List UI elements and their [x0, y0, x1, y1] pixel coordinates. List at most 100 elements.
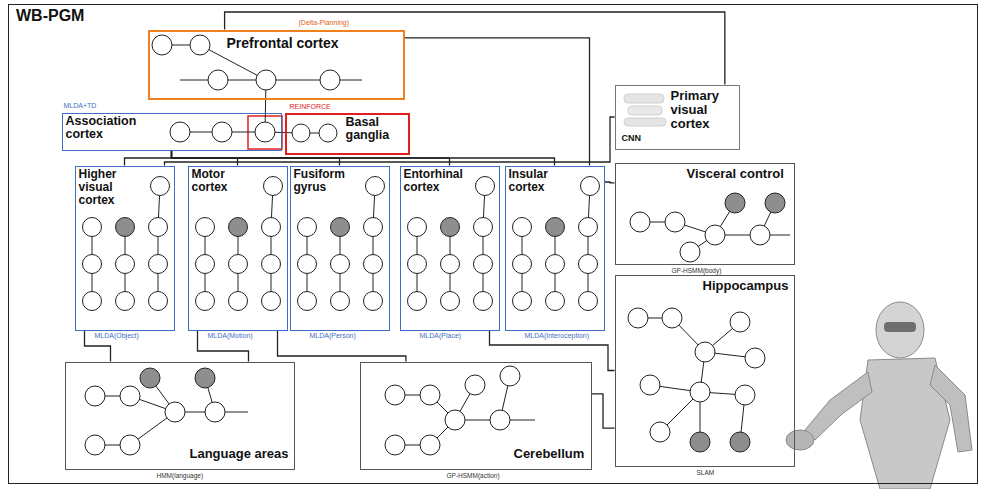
variable-circle [292, 124, 310, 142]
variable-circle [151, 177, 170, 196]
region-title: Entorhinal cortex [403, 168, 471, 194]
variable-circle [85, 435, 105, 455]
variable-circle [546, 218, 565, 237]
region-title: Primary visual cortex [670, 89, 736, 132]
region-title: Hippocampus [702, 279, 790, 293]
region-box: Insular cortexMLDA(Interoception) [505, 166, 605, 331]
variable-circle [680, 242, 700, 262]
variable-circle [262, 218, 281, 237]
variable-circle [730, 312, 750, 332]
variable-circle [408, 218, 427, 237]
variable-circle [628, 308, 648, 328]
variable-circle [725, 193, 745, 213]
region-title: Insular cortex [508, 168, 576, 194]
variable-circle [196, 292, 215, 311]
variable-circle [331, 255, 350, 274]
variable-circle [513, 255, 532, 274]
variable-circle [116, 255, 135, 274]
variable-circle [83, 218, 102, 237]
region-box: Higher visual cortexMLDA(Object) [75, 166, 175, 331]
robot-visor [884, 322, 916, 332]
variable-circle [256, 70, 276, 90]
region-title: Motor cortex [191, 168, 259, 194]
variable-circle [474, 292, 493, 311]
region-box: Visceral controlGP-HSMM(body) [615, 163, 795, 265]
variable-circle [385, 435, 405, 455]
variable-circle [364, 218, 383, 237]
variable-circle [229, 292, 248, 311]
variable-circle [750, 225, 770, 245]
region-box: Motor cortexMLDA(Motion) [188, 166, 288, 331]
variable-circle [208, 70, 228, 90]
image-strip [624, 94, 664, 103]
variable-circle [298, 218, 317, 237]
variable-circle [83, 292, 102, 311]
variable-circle [85, 386, 105, 406]
variable-circle [319, 124, 337, 142]
variable-circle [745, 348, 765, 368]
robot-arm [930, 365, 972, 452]
region-box: Basal gangliaREINFORCE [285, 113, 410, 155]
variable-circle [474, 218, 493, 237]
region-title: Higher visual cortex [78, 168, 146, 208]
variable-circle [420, 435, 440, 455]
variable-circle [298, 255, 317, 274]
variable-circle [579, 255, 598, 274]
model-label: MLDA(Place) [419, 332, 463, 340]
variable-circle [408, 255, 427, 274]
model-label: MLDA(Object) [94, 332, 140, 340]
region-title: Cerebellum [513, 447, 586, 461]
variable-circle [170, 122, 190, 142]
connector-line [490, 331, 615, 371]
model-label: REINFORCE [289, 103, 332, 111]
variable-circle [735, 385, 755, 405]
variable-circle [195, 368, 215, 388]
image-strip [628, 106, 662, 115]
variable-circle [140, 368, 160, 388]
variable-circle [420, 385, 440, 405]
variable-circle [196, 218, 215, 237]
model-label: CNN [621, 134, 643, 144]
connector-line [605, 181, 615, 183]
robot-arm [805, 372, 872, 440]
model-label: HMM(language) [156, 472, 205, 479]
variable-circle [298, 292, 317, 311]
variable-circle [262, 255, 281, 274]
region-box: HippocampusSLAM [615, 275, 795, 467]
variable-circle [546, 255, 565, 274]
variable-circle [366, 177, 385, 196]
variable-circle [690, 432, 710, 452]
variable-circle [445, 410, 465, 430]
variable-circle [116, 292, 135, 311]
model-label: GP-HSMM(body) [671, 267, 723, 274]
variable-circle [690, 382, 710, 402]
variable-circle [116, 218, 135, 237]
variable-circle [320, 70, 340, 90]
robot-hand [786, 430, 814, 450]
robot-illustration [786, 302, 972, 489]
variable-circle [665, 212, 685, 232]
variable-circle [490, 410, 510, 430]
connector-group [85, 12, 725, 428]
variable-circle [152, 35, 172, 55]
connector-line [592, 394, 615, 428]
variable-circle [765, 193, 785, 213]
variable-circle [205, 402, 225, 422]
variable-circle [331, 218, 350, 237]
model-label: GP-HSMM(action) [446, 472, 501, 479]
variable-circle [165, 402, 185, 422]
variable-circle [705, 225, 725, 245]
variable-circle [190, 35, 210, 55]
region-title: Association cortex [65, 115, 151, 143]
variable-circle [513, 218, 532, 237]
variable-circle [255, 122, 275, 142]
variable-circle [476, 177, 495, 196]
frame-box: WB-PGMPrefrontal cortex(Delta-Planning)A… [8, 4, 978, 484]
variable-circle [120, 386, 140, 406]
model-label: MLDA(Motion) [207, 332, 254, 340]
variable-circle [149, 255, 168, 274]
model-label: (Delta-Planning) [298, 19, 351, 27]
variable-circle [579, 218, 598, 237]
region-box: Primary visual cortexCNN [615, 85, 740, 150]
variable-circle [730, 432, 750, 452]
